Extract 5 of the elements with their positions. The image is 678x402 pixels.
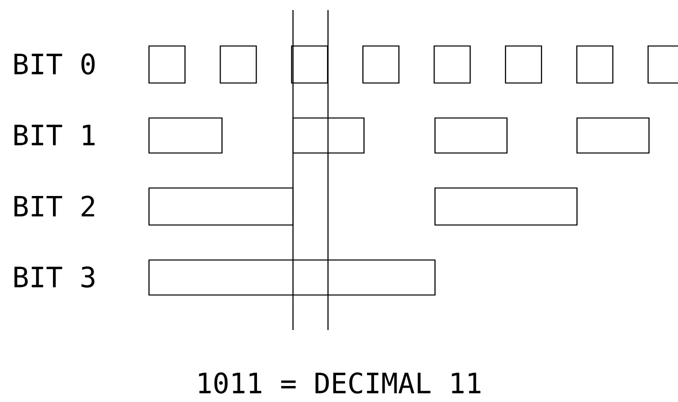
row-label: BIT 2 xyxy=(14,196,94,216)
row-label: BIT 3 xyxy=(14,266,94,288)
result-caption: 1011 = DECIMAL 11 xyxy=(199,372,480,394)
row-label: BIT 0 xyxy=(14,53,95,75)
row-label: BIT 1 xyxy=(14,124,95,146)
